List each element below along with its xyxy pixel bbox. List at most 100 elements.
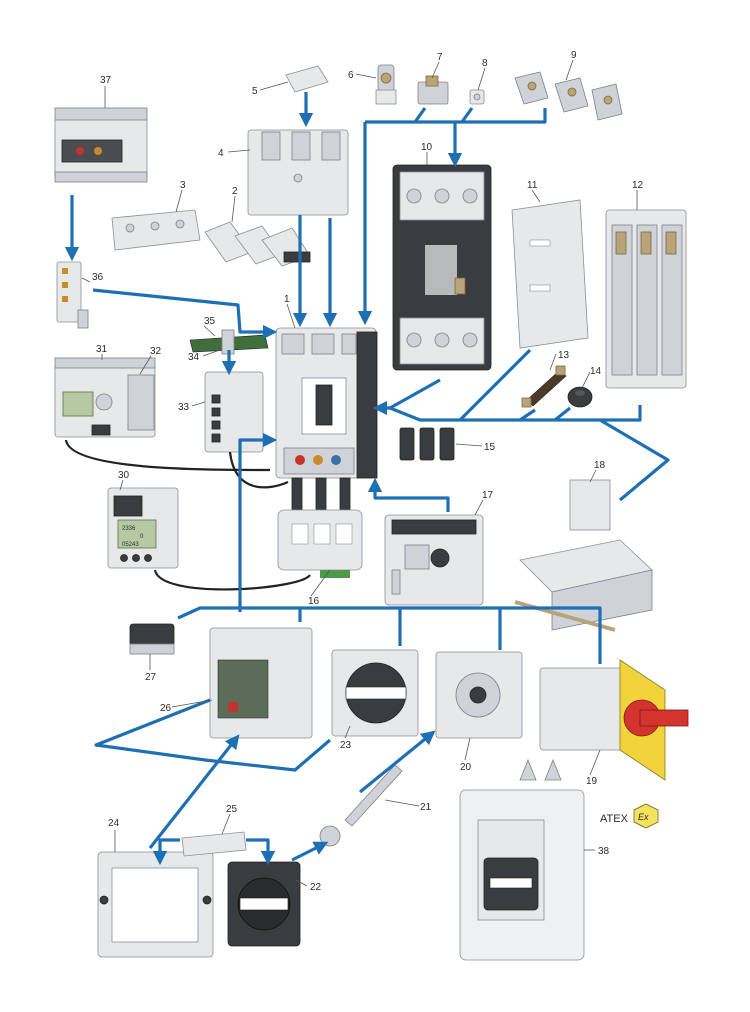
meter-line-2: 0 bbox=[140, 534, 144, 540]
part-16-current-transformer bbox=[277, 509, 363, 578]
flow-trunk-to-1 bbox=[238, 432, 278, 612]
part-18-withdrawable-frame bbox=[514, 479, 653, 632]
part-15-auxiliary-switches bbox=[399, 427, 455, 461]
part-22-door-handle bbox=[227, 861, 301, 947]
part-25-label-plate bbox=[181, 831, 247, 857]
atex-badge: ATEX Ex bbox=[600, 803, 659, 829]
flow-18-branch bbox=[599, 418, 670, 502]
callout-30: 30 bbox=[118, 470, 130, 481]
callout-4: 4 bbox=[218, 148, 224, 159]
part-11-mounting-plate bbox=[511, 199, 589, 349]
part-30-energy-meter: 2336 0 05243 bbox=[107, 487, 179, 569]
cable-meter bbox=[153, 569, 311, 591]
part-37-monitoring-relay bbox=[54, 107, 148, 183]
part-21-extension-shaft bbox=[344, 764, 403, 827]
flow-36-to-1 bbox=[92, 288, 278, 340]
part-20-door-coupling bbox=[435, 651, 523, 739]
flow-13-branch bbox=[519, 408, 536, 422]
callout-6: 6 bbox=[348, 70, 354, 81]
part-19-main-switch bbox=[539, 659, 689, 781]
flow-21-to-20 bbox=[358, 730, 436, 794]
callout-7: 7 bbox=[437, 52, 443, 63]
callout-35: 35 bbox=[204, 316, 216, 327]
callout-3: 3 bbox=[180, 180, 186, 191]
part-13-fuse bbox=[521, 365, 567, 408]
flow-lower-loop bbox=[94, 698, 332, 772]
callout-10: 10 bbox=[421, 142, 433, 153]
callout-21: 21 bbox=[420, 802, 432, 813]
callout-37: 37 bbox=[100, 75, 112, 86]
flow-10-to-1 bbox=[372, 378, 441, 416]
flow-22-to-shaft bbox=[291, 841, 329, 862]
part-35-bus-module bbox=[189, 329, 269, 355]
meter-line-3: 05243 bbox=[122, 542, 139, 548]
part-17-motor-operator bbox=[384, 514, 484, 606]
callout-17: 17 bbox=[482, 490, 494, 501]
callout-34: 34 bbox=[188, 352, 200, 363]
part-31-plc bbox=[54, 357, 156, 438]
part-9-cable-lugs bbox=[514, 71, 623, 121]
leader-lines bbox=[81, 59, 638, 887]
callout-13: 13 bbox=[558, 350, 570, 361]
part-1-circuit-breaker bbox=[275, 327, 378, 519]
cable-module bbox=[228, 451, 289, 489]
callout-1: 1 bbox=[284, 294, 290, 305]
flow-24-to-26 bbox=[148, 734, 240, 849]
flow-connector-bus bbox=[365, 108, 547, 124]
flow-7-branch bbox=[413, 107, 427, 123]
part-6-connector bbox=[375, 64, 397, 105]
callout-33: 33 bbox=[178, 402, 190, 413]
meter-line-1: 2336 bbox=[122, 526, 136, 532]
part-24-door-frame bbox=[97, 851, 214, 958]
callout-8: 8 bbox=[482, 58, 488, 69]
part-12-withdrawable-base bbox=[605, 209, 687, 389]
callout-16: 16 bbox=[308, 596, 320, 607]
part-5-cover-plug bbox=[285, 65, 329, 93]
callout-22: 22 bbox=[310, 882, 322, 893]
flow-25-to-24 bbox=[152, 838, 180, 866]
flow-8-branch bbox=[460, 107, 474, 123]
part-23-rotary-handle bbox=[331, 649, 419, 737]
callout-5: 5 bbox=[252, 86, 258, 97]
flow-base-bus bbox=[389, 405, 642, 422]
callout-11: 11 bbox=[527, 180, 538, 191]
flow-17-to-1 bbox=[367, 477, 450, 512]
part-26-interlock bbox=[209, 627, 313, 739]
callout-2: 2 bbox=[232, 186, 238, 197]
atex-symbol: Ex bbox=[638, 812, 649, 822]
part-8-terminal-screw bbox=[469, 89, 485, 105]
flow-11-branch bbox=[458, 348, 532, 422]
callout-25: 25 bbox=[226, 804, 238, 815]
callout-19: 19 bbox=[586, 776, 598, 787]
atex-text: ATEX bbox=[600, 813, 629, 825]
callout-36: 36 bbox=[92, 272, 104, 283]
callout-18: 18 bbox=[594, 460, 606, 471]
callout-9: 9 bbox=[571, 50, 577, 61]
part-4-terminal-shroud bbox=[247, 129, 349, 216]
callout-31: 31 bbox=[96, 344, 108, 355]
callouts: 37 1 2 3 4 5 6 7 8 9 10 11 12 13 14 15 1… bbox=[92, 50, 644, 893]
part-14-end-cap bbox=[567, 386, 593, 408]
part-38-enclosure bbox=[459, 758, 585, 961]
callout-27: 27 bbox=[145, 672, 157, 683]
part-36-auxiliary-module bbox=[56, 261, 89, 329]
callout-24: 24 bbox=[108, 818, 120, 829]
part-7-box-terminal bbox=[417, 75, 449, 105]
part-2-terminal-covers bbox=[204, 221, 311, 267]
part-shaft-coupling bbox=[319, 825, 341, 847]
flow-25-to-22 bbox=[246, 838, 276, 866]
callout-12: 12 bbox=[632, 180, 644, 191]
callout-32: 32 bbox=[150, 346, 162, 357]
callout-15: 15 bbox=[484, 442, 496, 453]
part-10-plug-in-base bbox=[392, 164, 492, 371]
callout-14: 14 bbox=[590, 366, 602, 377]
callout-20: 20 bbox=[460, 762, 472, 773]
part-27-key-lock bbox=[129, 623, 175, 655]
part-3-terminal-blocks bbox=[111, 209, 201, 251]
callout-23: 23 bbox=[340, 740, 352, 751]
flow-14-branch bbox=[554, 406, 571, 422]
callout-26: 26 bbox=[160, 703, 172, 714]
callout-38: 38 bbox=[598, 846, 610, 857]
